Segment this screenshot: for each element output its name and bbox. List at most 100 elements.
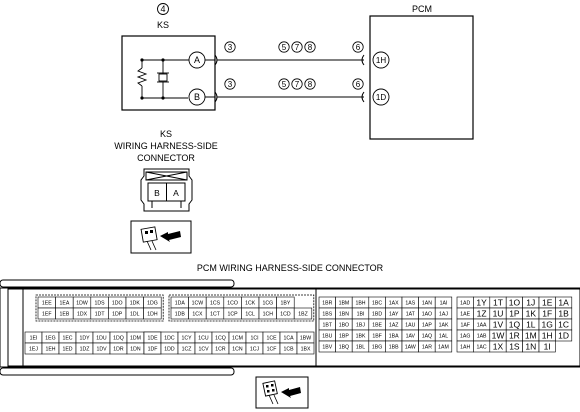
pin-label: 1CZ (182, 346, 192, 352)
pin-label: 1DQ (113, 335, 124, 341)
pin-label: 1CT (210, 311, 221, 317)
pin-label: 1J (526, 298, 535, 308)
pin-label: 1CR (215, 346, 226, 352)
pin-label: 1CO (227, 300, 238, 306)
pin-label: 1AI (440, 300, 448, 306)
wires (205, 54, 365, 103)
pin-label: 1DL (130, 311, 140, 317)
pcm-connector-housing (0, 279, 580, 376)
junction-dot (161, 58, 165, 62)
pin-label: 1AS (405, 300, 415, 306)
pin-label: 1K (526, 309, 537, 319)
pin-label: 1F (542, 309, 552, 319)
ks-body (121, 35, 216, 111)
pin-label: 1AX (389, 300, 399, 306)
ks-number: 4 (160, 4, 165, 14)
pin-label: 1EC (62, 335, 72, 341)
pin-label: 1CA (283, 335, 294, 341)
ks-connector-face (140, 168, 193, 212)
pin-label: 1DK (130, 300, 141, 306)
pin-label: 1BJ (356, 322, 365, 328)
wire-1-callout-b: 7 (295, 43, 300, 52)
callout-circle (278, 78, 290, 90)
pin-label: 1W (492, 331, 505, 341)
pin-group-frame (168, 294, 315, 322)
pin-label: 1EJ (29, 346, 38, 352)
pin-label: 1DP (112, 311, 123, 317)
pin-label: 1CM (232, 335, 243, 341)
ks-pin-b-label: B (194, 92, 200, 102)
pin-label: 1CQ (215, 335, 226, 341)
pcm-label: PCM (412, 4, 432, 14)
pin-label: 1CY (181, 335, 192, 341)
pin-label: 1Q (509, 320, 521, 330)
pin-label: 1AZ (389, 322, 399, 328)
wire-2-callout-c: 8 (308, 80, 313, 89)
pin-label: 1DN (130, 346, 141, 352)
ks-connector-terminal-b: B (154, 188, 160, 198)
pin-label: 1X (493, 342, 504, 352)
ks-number-callout (157, 3, 169, 15)
pcm-pin-1h (372, 51, 390, 69)
pin-label: 1BC (372, 300, 382, 306)
junction-dot (161, 96, 165, 100)
pin-label: 1AR (422, 344, 432, 350)
pin-label: 1L (526, 320, 536, 330)
pin-label: 1N (525, 342, 536, 352)
pin-label: 1AN (422, 300, 432, 306)
callout-circle (304, 78, 316, 90)
callout-circle (224, 41, 236, 53)
pin-label: 1AT (406, 311, 416, 317)
pcm-connector-title: PCM WIRING HARNESS-SIDE CONNECTOR (197, 263, 384, 273)
callout-circle (304, 41, 316, 53)
pin-label: 1O (509, 298, 521, 308)
pin-label: 1BQ (339, 344, 349, 350)
pin-label: 1BL (356, 344, 365, 350)
pin-label: 1Y (476, 298, 487, 308)
pin-label: 1AC (477, 344, 487, 350)
pin-label: 1C (558, 320, 569, 330)
callout-circle (352, 41, 364, 53)
pin-label: 1BS (322, 311, 332, 317)
pin-cell (296, 342, 315, 355)
pin-label: 1CF (267, 346, 277, 352)
junction-dot (140, 96, 144, 100)
pin-label: 1BF (372, 333, 382, 339)
pin-label: 1DX (77, 311, 88, 317)
pin-label: 1CP (228, 311, 239, 317)
pin-label: 1CK (245, 300, 256, 306)
pin-label: 1BB (389, 344, 399, 350)
pin-label: 1EA (59, 300, 69, 306)
pin-label: 1DT (95, 311, 106, 317)
pin-label: 1BM (339, 300, 350, 306)
pin-label: 1BR (322, 300, 332, 306)
pin-label: 1AU (405, 322, 415, 328)
pin-label: 1AF (460, 322, 470, 328)
pin-label: 1DF (148, 346, 158, 352)
pin-label: 1DC (164, 335, 175, 341)
pin-label: 1BV (322, 344, 332, 350)
pin-label: 1BG (372, 344, 382, 350)
junction-dot (140, 58, 144, 62)
ks-connector-title-2: WIRING HARNESS-SIDE (114, 141, 218, 151)
pin-label: 1AV (406, 333, 416, 339)
callout-circle (224, 78, 236, 90)
pin-label: 1CE (266, 335, 277, 341)
pin-label: 1AB (477, 333, 487, 339)
pin-label: 1BY (280, 300, 290, 306)
ks-pin-a-label: A (194, 55, 200, 65)
wire-2-callout-a: 5 (282, 80, 287, 89)
pcm-pin-1d-callout: 6 (356, 80, 361, 89)
ks-connector-terminal-a: A (173, 188, 179, 198)
pin-label: 1DD (164, 346, 175, 352)
pcm-pin-1d-label: 1D (376, 93, 386, 102)
pin-label: 1BE (372, 322, 382, 328)
pin-label: 1DW (76, 300, 88, 306)
callout-circle (278, 41, 290, 53)
pin-label: 1E (542, 298, 553, 308)
pin-label: 1AP (422, 322, 432, 328)
pin-label: 1AD (460, 300, 470, 306)
pin-label: 1AY (389, 311, 399, 317)
